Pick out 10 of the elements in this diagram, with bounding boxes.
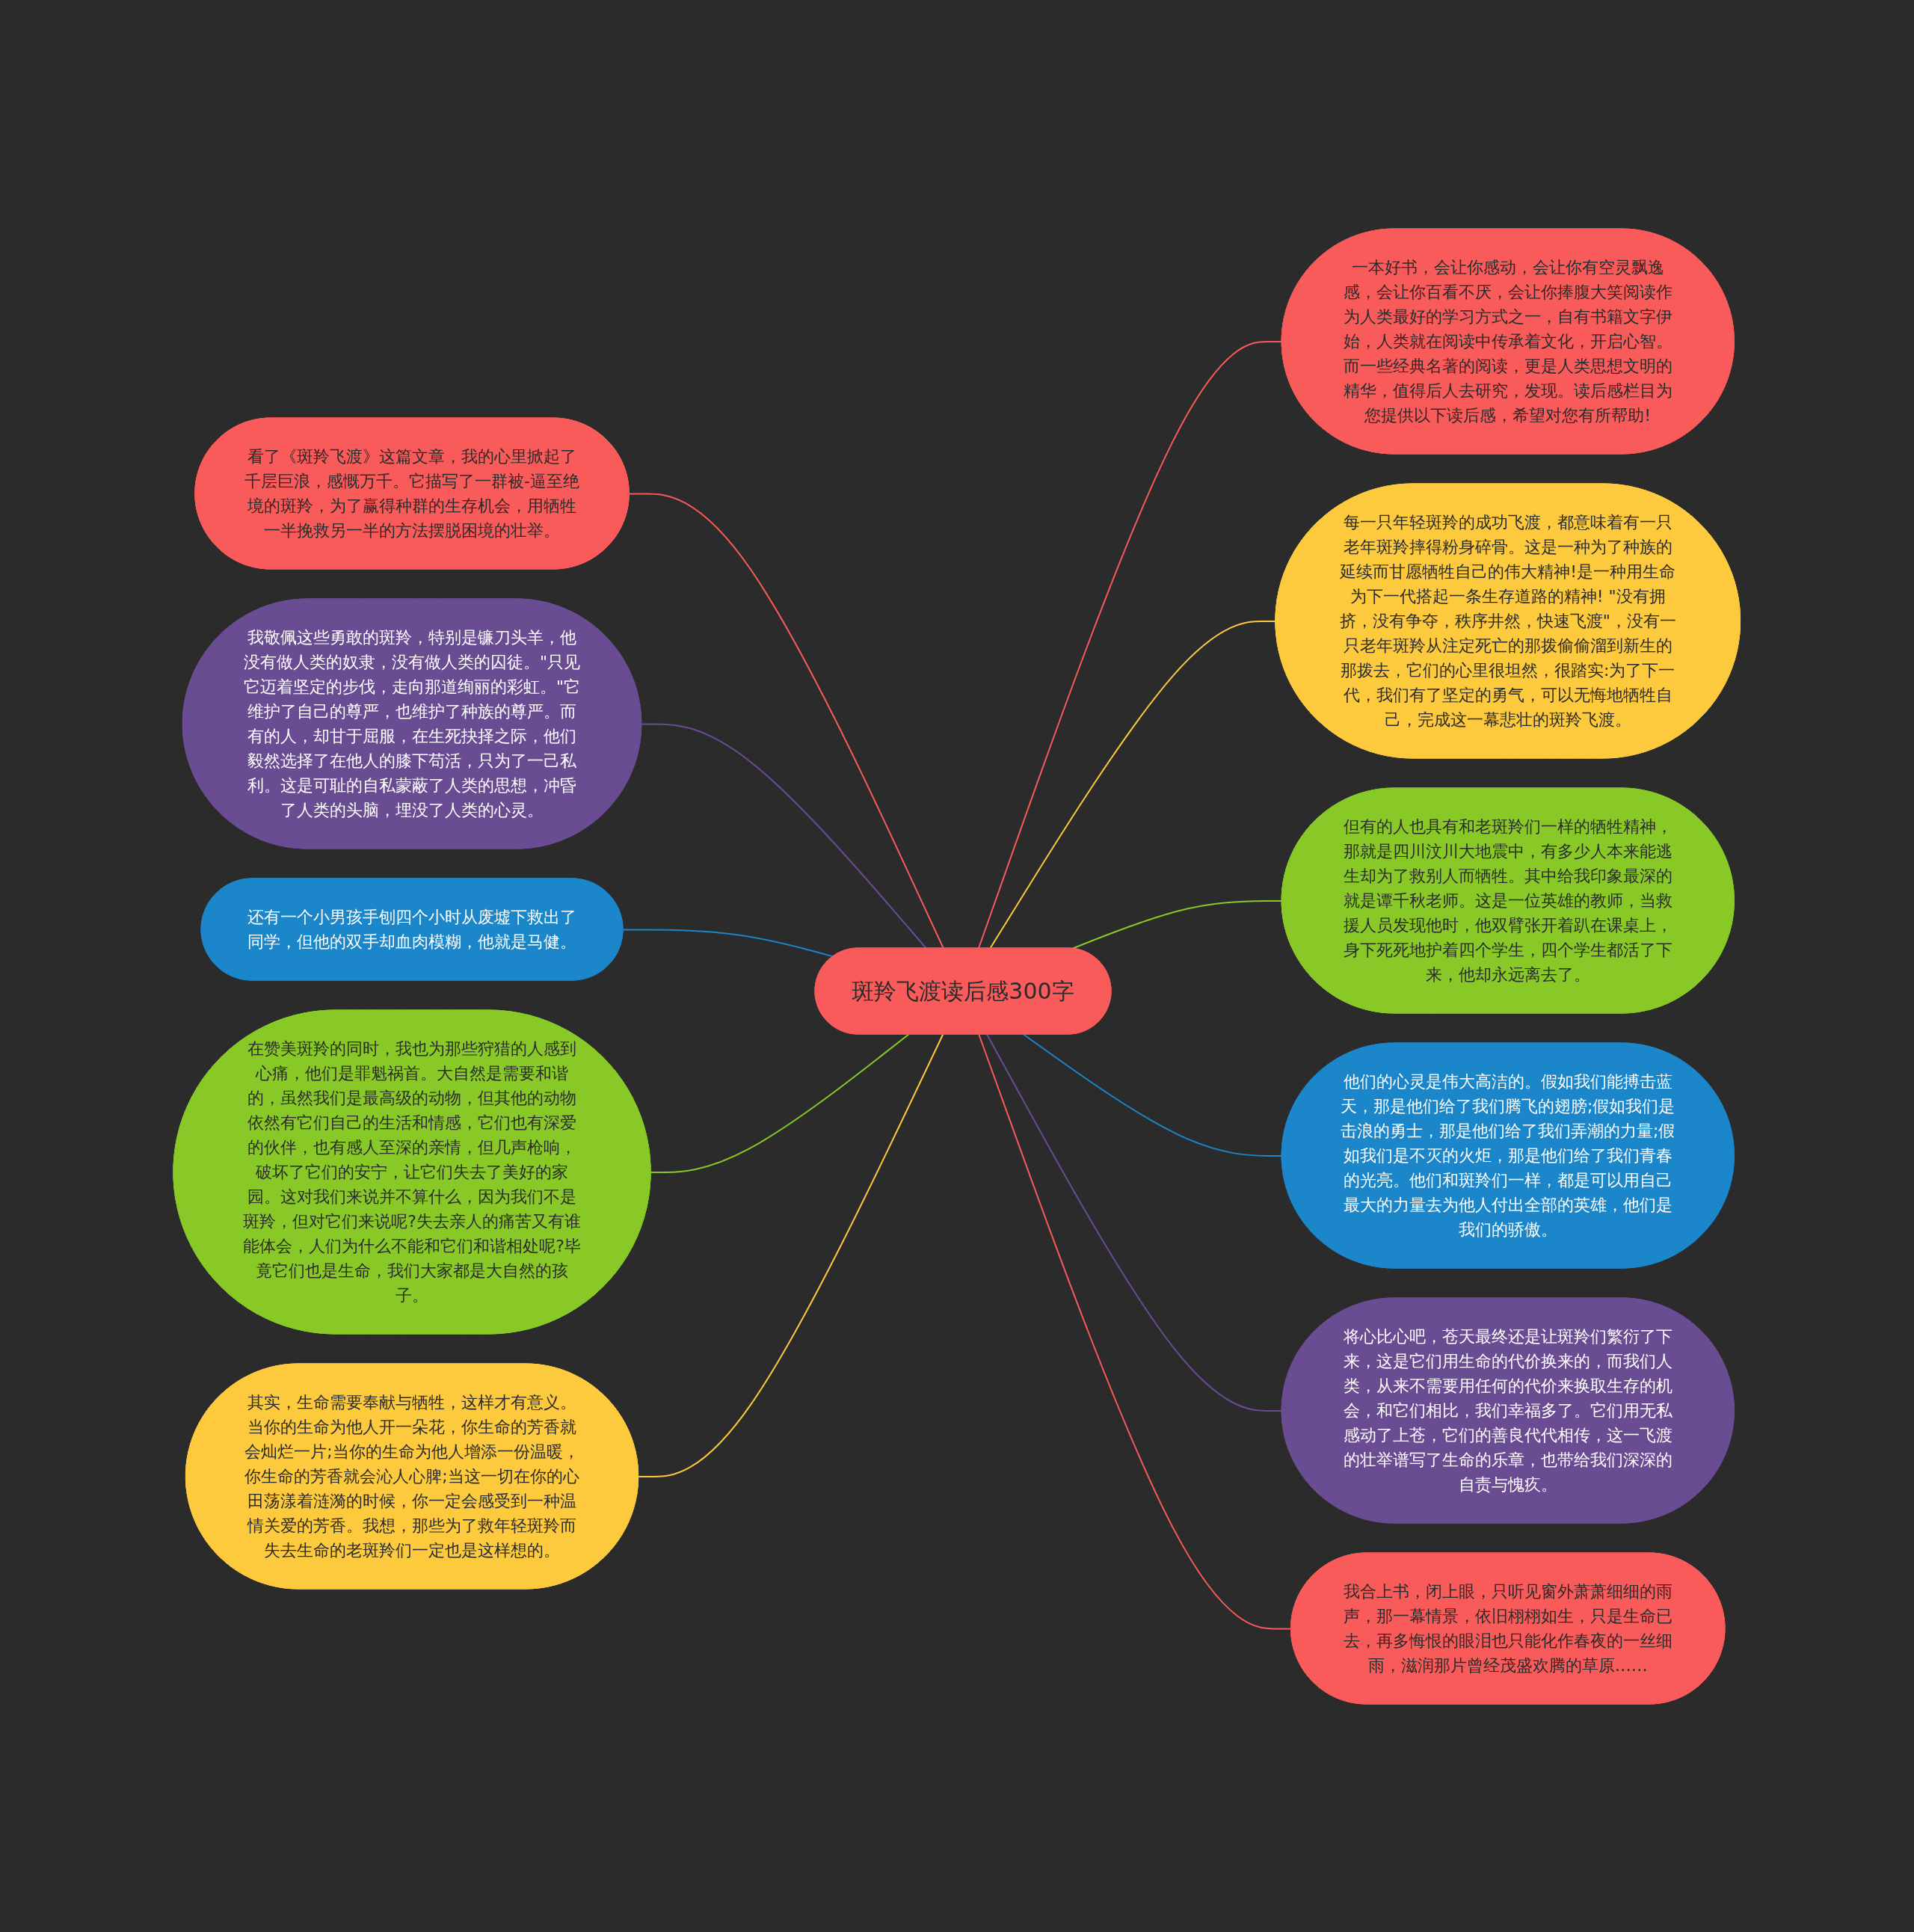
connector xyxy=(650,1033,910,1173)
connector xyxy=(978,340,1283,949)
connector xyxy=(1071,899,1283,950)
connector xyxy=(628,492,945,949)
connector xyxy=(622,928,834,957)
connector xyxy=(1023,1033,1283,1157)
connector xyxy=(641,722,928,949)
connector xyxy=(638,1033,944,1477)
connector xyxy=(986,1033,1283,1412)
connector xyxy=(989,620,1277,949)
